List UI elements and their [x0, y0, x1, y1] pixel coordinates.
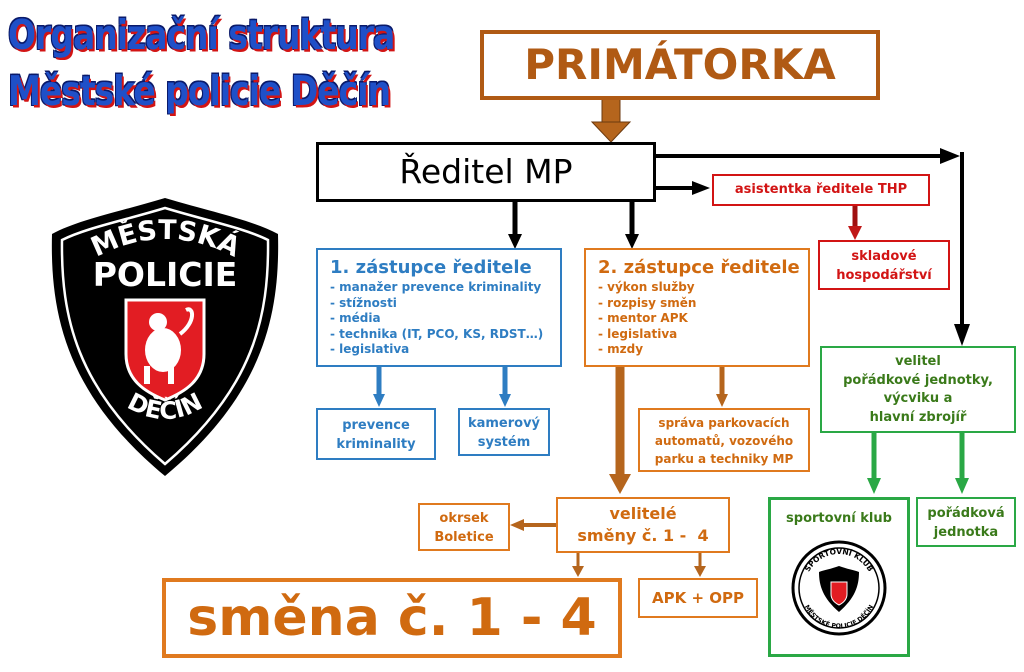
node-velitel-pj: velitel pořádkové jednotky, výcviku a hl…: [820, 346, 1016, 433]
node-velitele: velitelé směny č. 1 - 4: [556, 497, 730, 553]
coat-of-arms-lion: [144, 307, 194, 384]
node-prevence: prevence kriminality: [316, 408, 436, 460]
arrow-zast1-prevence: [373, 367, 385, 407]
zast1-item: - média: [330, 311, 381, 325]
node-sprava: správa parkovacích automatů, vozového pa…: [638, 408, 810, 472]
node-reditel: Ředitel MP: [316, 142, 656, 202]
zast2-item: - rozpisy směn: [598, 295, 697, 310]
node-asistentka: asistentka ředitele THP: [712, 174, 930, 206]
poradkova-line-1: pořádková: [927, 506, 1005, 521]
apk-label: APK + OPP: [652, 589, 744, 607]
sklad-line-1: skladové: [851, 249, 917, 264]
title-line-1: Organizační struktura: [8, 10, 395, 59]
smena-label: směna č. 1 - 4: [187, 588, 597, 648]
node-okrsek: okrsek Boletice: [418, 503, 510, 551]
node-poradkova: pořádková jednotka: [916, 497, 1016, 547]
prevence-line-2: kriminality: [336, 437, 416, 452]
arrow-velitele-apk: [694, 553, 706, 577]
zast1-item: - technika (IT, PCO, KS, RDST…): [330, 326, 544, 341]
reditel-label: Ředitel MP: [399, 152, 573, 191]
arrow-reditel-zast2: [625, 202, 639, 249]
arrow-velitelpj-sport: [867, 433, 881, 494]
velitele-line-1: velitelé: [609, 504, 677, 523]
title-line-2: Městské policie Děčín: [8, 66, 391, 115]
arrow-reditel-asistentka: [655, 181, 710, 195]
node-zastupce-2: 2. zástupce ředitele - výkon služby - ro…: [584, 248, 810, 367]
node-smena: směna č. 1 - 4: [162, 578, 622, 658]
zast2-item: - mzdy: [598, 342, 644, 356]
node-apk: APK + OPP: [638, 578, 758, 618]
zast2-item: - výkon služby: [598, 280, 695, 294]
badge-middle-text: POLICIE: [93, 255, 238, 294]
velitel-pj-line-4: hlavní zbrojíř: [869, 409, 967, 425]
node-sklad: skladové hospodářství: [818, 240, 950, 290]
sport-club-logo: SPORTOVNÍ KLUB MĚSTSKÉ POLICIE DĚČÍN: [791, 540, 887, 636]
prevence-line-1: prevence: [342, 418, 410, 433]
zast1-item: - manažer prevence kriminality: [330, 280, 542, 294]
velitel-pj-line-1: velitel: [895, 354, 941, 369]
arrow-velitelpj-poradkova: [955, 433, 969, 494]
arrow-zast1-kamery: [499, 367, 511, 407]
police-badge-logo: MĚSTSKÁ POLICIE DĚČÍN: [51, 198, 279, 476]
zast2-item: - mentor APK: [598, 311, 688, 325]
arrow-zast2-velitele: [609, 367, 631, 494]
velitel-pj-line-2: pořádkové jednotky,: [843, 372, 993, 388]
zast1-title: 1. zástupce ředitele: [330, 257, 532, 278]
primatorka-label: PRIMÁTORKA: [524, 40, 836, 89]
arrow-reditel-right: [655, 148, 970, 346]
velitel-pj-line-3: výcviku a: [883, 391, 953, 406]
arrow-zast2-sprava: [716, 367, 728, 407]
node-primatorka: PRIMÁTORKA: [480, 30, 880, 100]
node-zastupce-1: 1. zástupce ředitele - manažer prevence …: [316, 248, 562, 367]
kamery-line-1: kamerový: [467, 416, 541, 431]
sport-label: sportovní klub: [786, 511, 892, 526]
arrow-primatorka-reditel: [590, 97, 632, 143]
arrow-velitele-okrsek: [510, 519, 556, 531]
velitele-line-2: směny č. 1 - 4: [577, 526, 709, 545]
okrsek-line-2: Boletice: [434, 530, 494, 545]
arrow-velitele-smena: [572, 553, 584, 577]
zast1-item: - legislativa: [330, 342, 410, 356]
zast2-item: - legislativa: [598, 326, 678, 341]
sprava-line-2: automatů, vozového: [654, 434, 794, 448]
asistentka-label: asistentka ředitele THP: [734, 182, 908, 197]
node-kamery: kamerový systém: [458, 408, 550, 456]
zast1-item: - stížnosti: [330, 295, 397, 310]
kamery-line-2: systém: [477, 435, 531, 450]
arrow-asistentka-sklad: [848, 205, 862, 240]
zast2-title: 2. zástupce ředitele: [598, 257, 800, 278]
arrow-reditel-zast1: [508, 202, 522, 249]
okrsek-line-1: okrsek: [439, 511, 489, 526]
node-sport: sportovní klub SPORTOVNÍ KLUB MĚSTSKÉ PO…: [768, 497, 910, 657]
poradkova-line-2: jednotka: [933, 525, 999, 540]
sprava-line-3: parku a techniky MP: [654, 452, 794, 466]
sprava-line-1: správa parkovacích: [658, 416, 790, 430]
sklad-line-2: hospodářství: [836, 268, 932, 283]
